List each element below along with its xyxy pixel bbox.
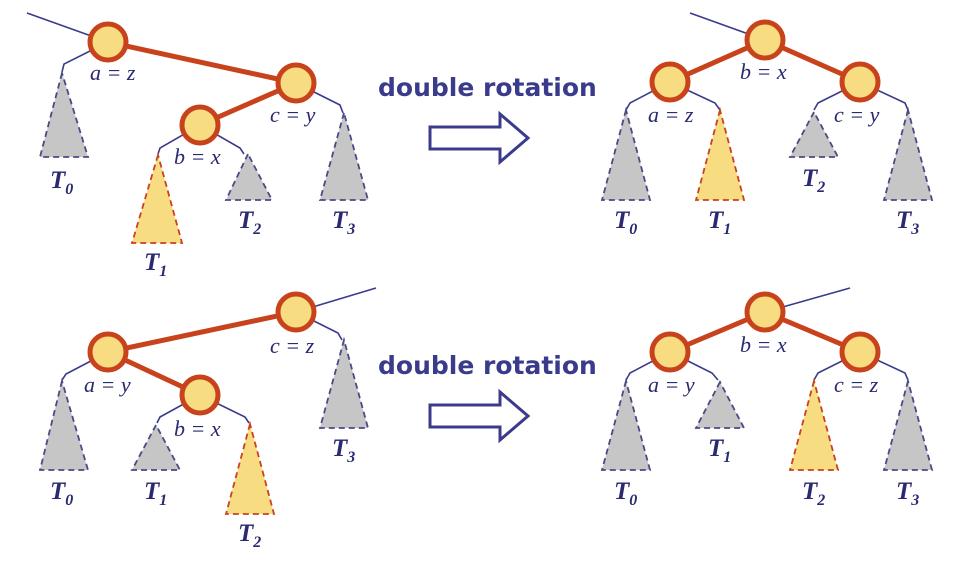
subtree-label: T3: [896, 207, 919, 238]
top-before-tree: a = z c = y b = x T0 T1 T2 T3: [26, 12, 370, 280]
tree-node: [275, 62, 317, 104]
node-label: c = y: [270, 102, 316, 127]
subtree-label: T0: [50, 478, 73, 509]
subtree-triangle: [788, 110, 840, 158]
tree-node: [275, 291, 317, 333]
rotation-caption: double rotation: [378, 351, 597, 380]
subtree-triangle: [882, 377, 934, 471]
tree-node: [87, 21, 129, 63]
subtree-label: T0: [614, 478, 637, 509]
tree-node: [744, 19, 786, 61]
subtree-triangle: [38, 69, 90, 158]
subtree-label: T3: [332, 207, 355, 238]
heavy-edge: [107, 39, 297, 86]
subtree-triangle: [130, 423, 182, 471]
top-after-tree: b = x a = z c = y T0 T1 T2 T3: [600, 12, 934, 238]
node-label: b = x: [740, 332, 787, 357]
node-label: b = x: [174, 416, 221, 441]
subtree-triangle: [318, 109, 370, 201]
subtree-triangle: [600, 106, 652, 201]
right-arrow-icon: [428, 110, 531, 166]
subtree-label: T1: [144, 478, 167, 509]
tree-node: [839, 61, 881, 103]
subtree-label: T0: [50, 167, 73, 198]
bottom-after-tree: b = x a = y c = z T0 T1 T2 T3: [600, 287, 934, 509]
subtree-triangle: [224, 151, 274, 201]
subtree-label: T2: [238, 520, 261, 551]
tree-node: [87, 331, 129, 373]
subtree-label: T2: [802, 165, 825, 196]
tree-node: [649, 331, 691, 373]
subtree-triangle: [600, 377, 652, 471]
heavy-edge: [107, 309, 297, 355]
subtree-label: T2: [802, 478, 825, 509]
tree-node: [179, 374, 221, 416]
tree-node: [839, 331, 881, 373]
node-label: a = y: [648, 372, 695, 397]
node-label: b = x: [174, 144, 221, 169]
subtree-triangle: [694, 380, 746, 429]
subtree-triangle: [318, 336, 370, 429]
subtree-triangle: [694, 106, 746, 201]
subtree-label: T0: [614, 207, 637, 238]
node-label: c = y: [834, 102, 880, 127]
node-label: a = y: [84, 372, 131, 397]
subtree-label: T1: [708, 435, 731, 466]
tree-node: [744, 291, 786, 333]
subtree-label: T1: [144, 249, 167, 280]
node-label: a = z: [648, 102, 694, 127]
node-label: b = x: [740, 59, 787, 84]
node-label: c = z: [270, 333, 315, 358]
subtree-triangle: [130, 151, 184, 244]
right-arrow-icon: [428, 388, 531, 444]
subtree-triangle: [224, 420, 276, 515]
subtree-label: T3: [896, 478, 919, 509]
node-label: c = z: [834, 372, 879, 397]
tree-node: [649, 61, 691, 103]
subtree-label: T1: [708, 207, 731, 238]
rotation-caption: double rotation: [378, 73, 597, 102]
subtree-triangle: [788, 377, 840, 471]
bottom-before-tree: c = z a = y b = x T0 T1 T2 T3: [38, 287, 377, 551]
subtree-label: T2: [238, 207, 261, 238]
tree-node: [179, 104, 221, 146]
subtree-triangle: [882, 106, 934, 201]
node-label: a = z: [90, 60, 136, 85]
subtree-triangle: [38, 377, 90, 471]
subtree-label: T3: [332, 435, 355, 466]
